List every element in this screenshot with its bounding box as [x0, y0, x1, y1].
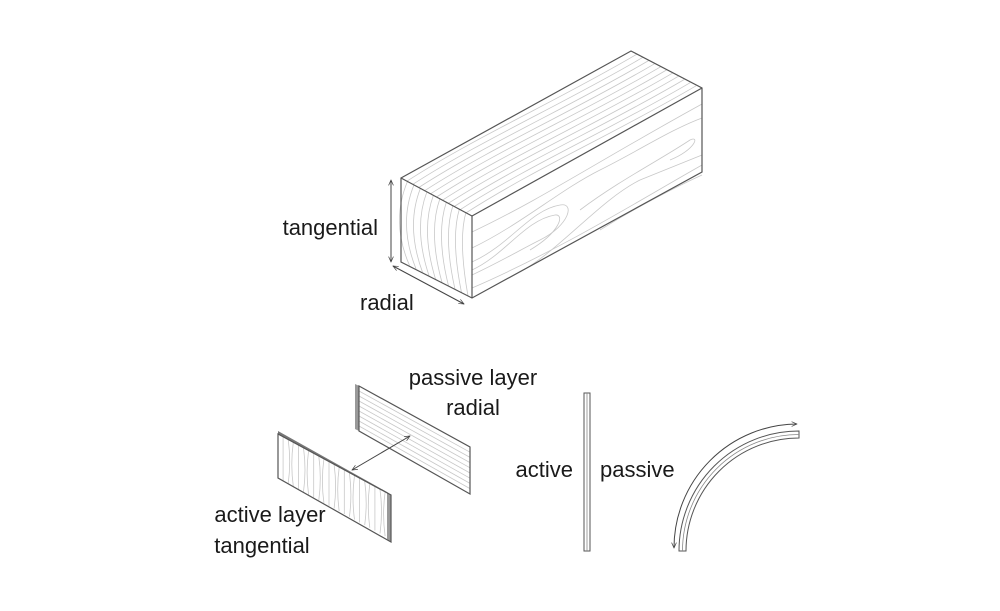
grain-line: [379, 489, 382, 534]
passive-layer-label: passive layer: [409, 365, 537, 390]
grain-line: [291, 442, 294, 487]
grain-line: [358, 390, 471, 453]
grain-line: [454, 79, 685, 207]
grain-line: [442, 72, 673, 201]
wood-block: [399, 50, 703, 299]
grain-line: [424, 63, 655, 192]
grain-line: [462, 211, 469, 297]
grain-line: [358, 395, 471, 458]
grain-line: [306, 450, 309, 495]
grain-line: [358, 400, 471, 463]
grain-line: [430, 66, 661, 195]
tangential-label: tangential: [283, 215, 378, 240]
active-layer-label: active layer: [214, 502, 325, 527]
radial-label: radial: [360, 290, 414, 315]
active-grain: [282, 436, 386, 537]
block-top-grain: [406, 53, 697, 214]
strip-active-label: active: [516, 457, 573, 482]
grain-line: [413, 188, 423, 273]
grain-line: [349, 472, 352, 517]
grain-line: [337, 467, 340, 512]
grain-line: [303, 447, 306, 492]
grain-line: [318, 456, 321, 501]
grain-line: [406, 184, 417, 269]
layer-bond-arrow: [352, 436, 410, 470]
grain-line: [465, 85, 697, 214]
curvature-arrow: [674, 424, 797, 548]
grain-line: [358, 405, 471, 469]
active-layer-panel: [277, 431, 392, 544]
grain-line: [436, 69, 667, 198]
grain-line: [412, 56, 644, 185]
grain-line: [358, 415, 471, 479]
grain-line: [383, 492, 386, 537]
grain-line: [358, 420, 471, 484]
grain-line: [399, 181, 410, 266]
grain-line: [333, 464, 336, 509]
strip-passive-label: passive: [600, 457, 675, 482]
grain-line: [287, 439, 291, 484]
active-layer-direction-label: tangential: [214, 533, 309, 558]
passive-layer-direction-label: radial: [446, 395, 500, 420]
block-side-grain: [471, 103, 703, 289]
curved-bilayer-strip: [674, 424, 800, 552]
grain-line: [358, 410, 471, 474]
radial-dimension-arrow: [393, 265, 464, 305]
grain-line: [364, 481, 367, 526]
grain-line: [367, 483, 371, 528]
flat-bilayer-strip: [583, 392, 591, 552]
grain-line: [418, 60, 649, 188]
grain-line: [448, 75, 679, 204]
grain-line: [322, 458, 325, 503]
grain-line: [406, 53, 638, 182]
grain-line: [459, 82, 691, 211]
grain-line: [352, 475, 355, 520]
